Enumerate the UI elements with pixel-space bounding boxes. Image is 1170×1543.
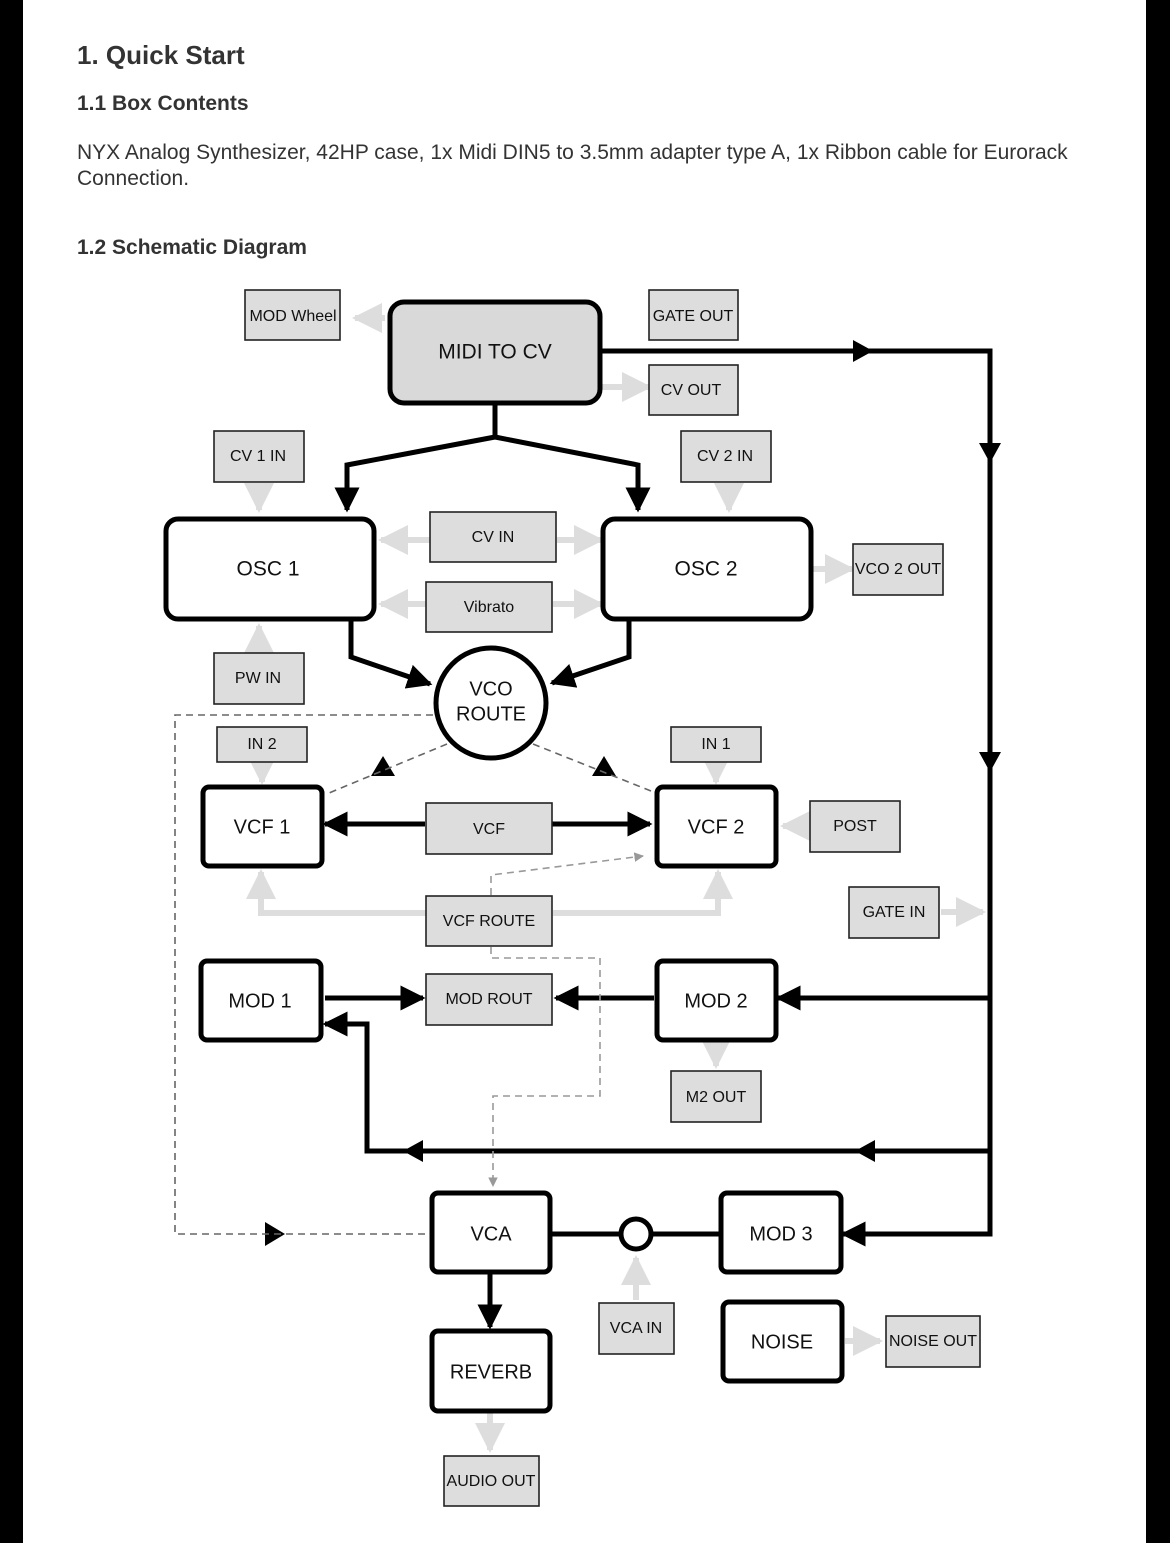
jack-mod-rout: MOD ROUT [425,973,553,1026]
patch-lines [244,303,986,1453]
svg-text:VCO: VCO [469,678,512,700]
jack-cv-out: CV OUT [648,364,739,416]
module-osc-2: OSC 2 [600,516,814,622]
svg-text:VCA: VCA [470,1223,512,1245]
vca-mix-node [618,1216,654,1252]
svg-text:MOD 1: MOD 1 [228,990,291,1012]
svg-text:PW IN: PW IN [235,670,281,687]
jack-gate-in: GATE IN [848,886,940,939]
section-heading: 1. Quick Start [77,40,245,70]
svg-text:AUDIO OUT: AUDIO OUT [447,1473,536,1490]
svg-text:MOD 3: MOD 3 [749,1223,812,1245]
module-mod-1: MOD 1 [198,958,324,1043]
module-midi-to-cv: MIDI TO CV [387,299,603,406]
jack-post: POST [809,800,901,853]
module-vco-route: VCO ROUTE [433,645,549,761]
manual-page: 1. Quick Start 1.1 Box Contents NYX Anal… [23,0,1146,1543]
svg-text:CV 2 IN: CV 2 IN [697,448,753,465]
svg-text:MOD ROUT: MOD ROUT [445,991,532,1008]
flow-markers [265,340,1001,1246]
jack-vcf: VCF [425,802,553,855]
svg-text:VCF 2: VCF 2 [688,816,745,838]
module-vcf-1: VCF 1 [200,784,325,869]
jack-in-1: IN 1 [670,726,762,763]
svg-text:CV 1 IN: CV 1 IN [230,448,286,465]
svg-text:MIDI TO CV: MIDI TO CV [438,341,552,364]
module-reverb: REVERB [429,1328,553,1414]
jack-cv-in: CV IN [429,511,557,563]
module-vca: VCA [429,1190,553,1275]
schematic-diagram: MIDI TO CV OSC 1 OSC 2 VCO ROUTE VCF 1 V… [163,289,1001,1507]
jack-vco-2-out: VCO 2 OUT [852,543,944,596]
jack-cv-2-in: CV 2 IN [680,430,772,483]
signal-lines [322,348,993,1330]
svg-text:MOD 2: MOD 2 [684,990,747,1012]
jack-cv-1-in: CV 1 IN [213,430,305,483]
svg-text:REVERB: REVERB [450,1361,532,1383]
svg-text:CV IN: CV IN [472,529,515,546]
svg-text:VCO 2 OUT: VCO 2 OUT [855,561,941,578]
svg-text:VCF ROUTE: VCF ROUTE [443,913,535,930]
svg-text:VCF: VCF [473,821,505,838]
jack-noise-out: NOISE OUT [885,1315,981,1368]
dashed-routes [174,714,657,1235]
box-contents-heading: 1.1 Box Contents [77,92,249,115]
svg-text:MOD Wheel: MOD Wheel [249,308,336,325]
jack-vibrato: Vibrato [425,581,553,633]
schematic-heading: 1.2 Schematic Diagram [77,236,307,259]
svg-text:M2 OUT: M2 OUT [686,1089,747,1106]
svg-text:ROUTE: ROUTE [456,703,526,725]
svg-text:GATE IN: GATE IN [863,904,926,921]
svg-text:IN 1: IN 1 [701,736,730,753]
jack-vcf-route: VCF ROUTE [425,895,553,947]
svg-text:Vibrato: Vibrato [464,599,515,616]
jack-audio-out: AUDIO OUT [443,1455,540,1507]
svg-text:VCA IN: VCA IN [610,1320,662,1337]
svg-text:CV OUT: CV OUT [661,382,722,399]
svg-text:NOISE OUT: NOISE OUT [889,1333,977,1350]
jack-in-2: IN 2 [216,726,308,763]
module-noise: NOISE [720,1299,845,1384]
box-contents-text: NYX Analog Synthesizer, 42HP case, 1x Mi… [77,141,1068,190]
jack-gate-out: GATE OUT [648,289,739,341]
jack-m2-out: M2 OUT [670,1070,762,1123]
svg-text:OSC 1: OSC 1 [236,558,299,581]
module-mod-3: MOD 3 [718,1190,844,1275]
jack-mod-wheel: MOD Wheel [244,289,341,341]
jack-pw-in: PW IN [213,652,305,705]
module-mod-2: MOD 2 [654,958,779,1043]
svg-text:IN 2: IN 2 [247,736,276,753]
svg-text:GATE OUT: GATE OUT [653,308,734,325]
svg-text:POST: POST [833,818,877,835]
module-osc-1: OSC 1 [163,516,377,622]
svg-text:VCF 1: VCF 1 [234,816,291,838]
svg-text:NOISE: NOISE [751,1331,813,1353]
jack-vca-in: VCA IN [598,1302,675,1355]
module-vcf-2: VCF 2 [654,784,779,869]
svg-text:OSC 2: OSC 2 [674,558,737,581]
